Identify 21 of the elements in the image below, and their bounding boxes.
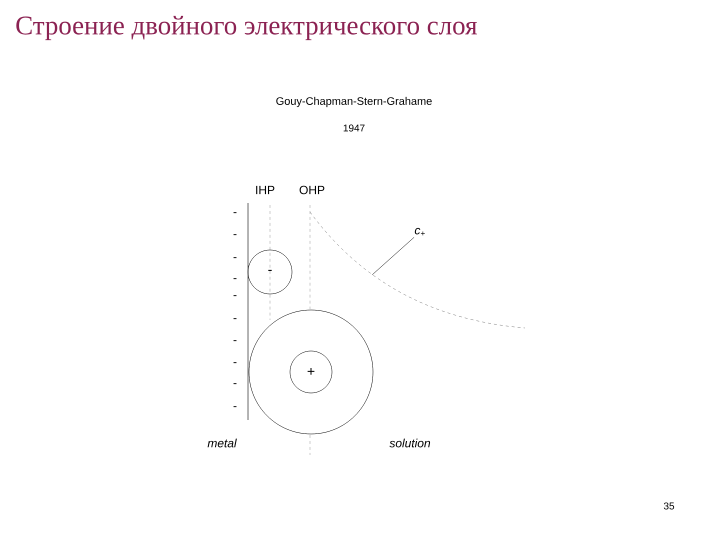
charge-sign: - [234,278,236,280]
plane-label: OHP [300,186,324,194]
charge-sign: - [234,383,236,384]
plane-label: IHP [256,186,274,194]
charge-sign: - [234,257,236,258]
charge-sign: - [234,295,236,296]
charge-sign: - [234,340,236,342]
charge-sign: - [234,212,236,214]
charge-sign: - [234,406,236,408]
region-label: solution [389,438,430,448]
page-number: 35 [664,502,674,510]
year-label: 1947 [344,124,365,132]
heading: Gouy-Chapman-Stern-Grahame [276,96,432,108]
charge-sign: - [234,234,236,236]
charge-sign: - [234,362,236,364]
charge-sign: - [234,318,236,320]
concentration-curve [310,212,526,328]
slide-title: Строение двойного электрического слоя [16,16,477,40]
solvation-shell-circle [248,310,374,434]
leader-line [372,237,414,276]
region-label: metal [208,438,237,448]
